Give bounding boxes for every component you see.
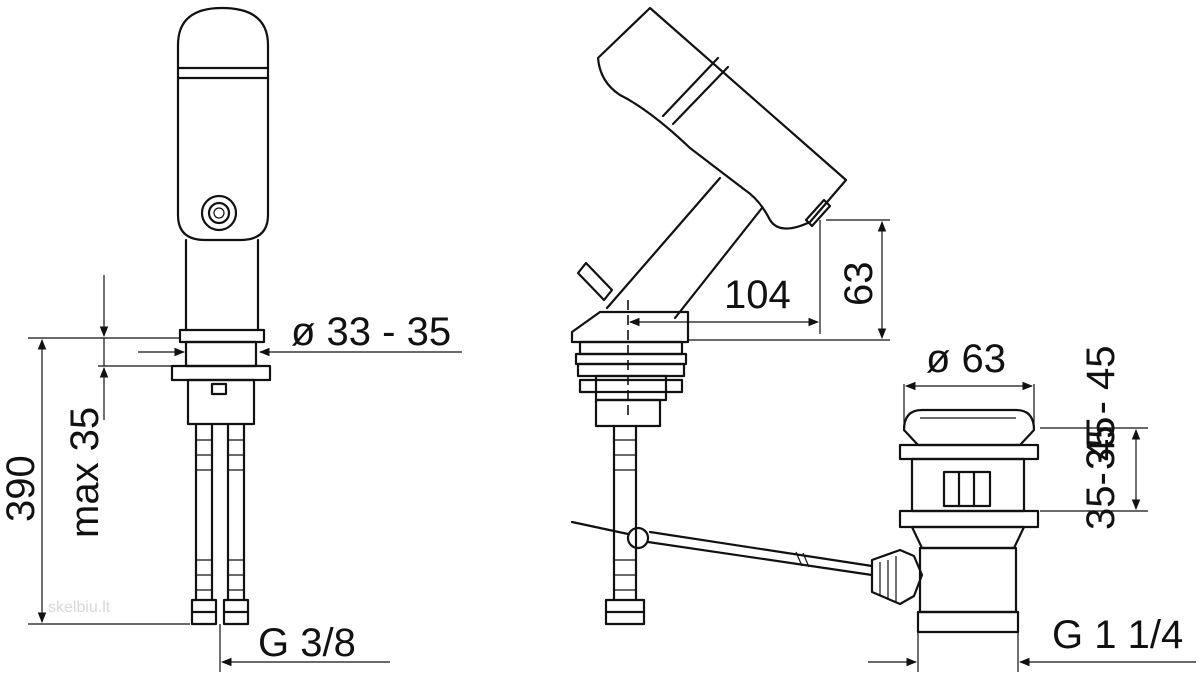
front-view-faucet xyxy=(170,6,272,626)
dia-63-label: ø 63 xyxy=(926,337,1006,381)
reach-104-label: 104 xyxy=(724,273,791,317)
g-3-8-label: G 3/8 xyxy=(258,621,356,665)
side-view-faucet xyxy=(570,6,874,626)
height-390-label: 390 xyxy=(0,455,43,522)
side-view-dimensions xyxy=(628,219,890,341)
height-63-label: 63 xyxy=(837,262,881,307)
g-1-1-4-label: G 1 1/4 xyxy=(1052,613,1183,657)
popup-waste-drain xyxy=(870,408,1040,634)
dia-33-35-label: ø 33 - 35 xyxy=(291,310,451,354)
max-35-label: max 35 xyxy=(63,407,107,538)
front-view-dimensions xyxy=(28,275,462,672)
drain-dimensions xyxy=(868,381,1196,672)
watermark: skelbiu.lt xyxy=(48,599,111,616)
range-35-45-side-label: 35- 45 xyxy=(1079,417,1123,530)
range-35-45-top-label: 35 - 45 xyxy=(1079,345,1123,470)
